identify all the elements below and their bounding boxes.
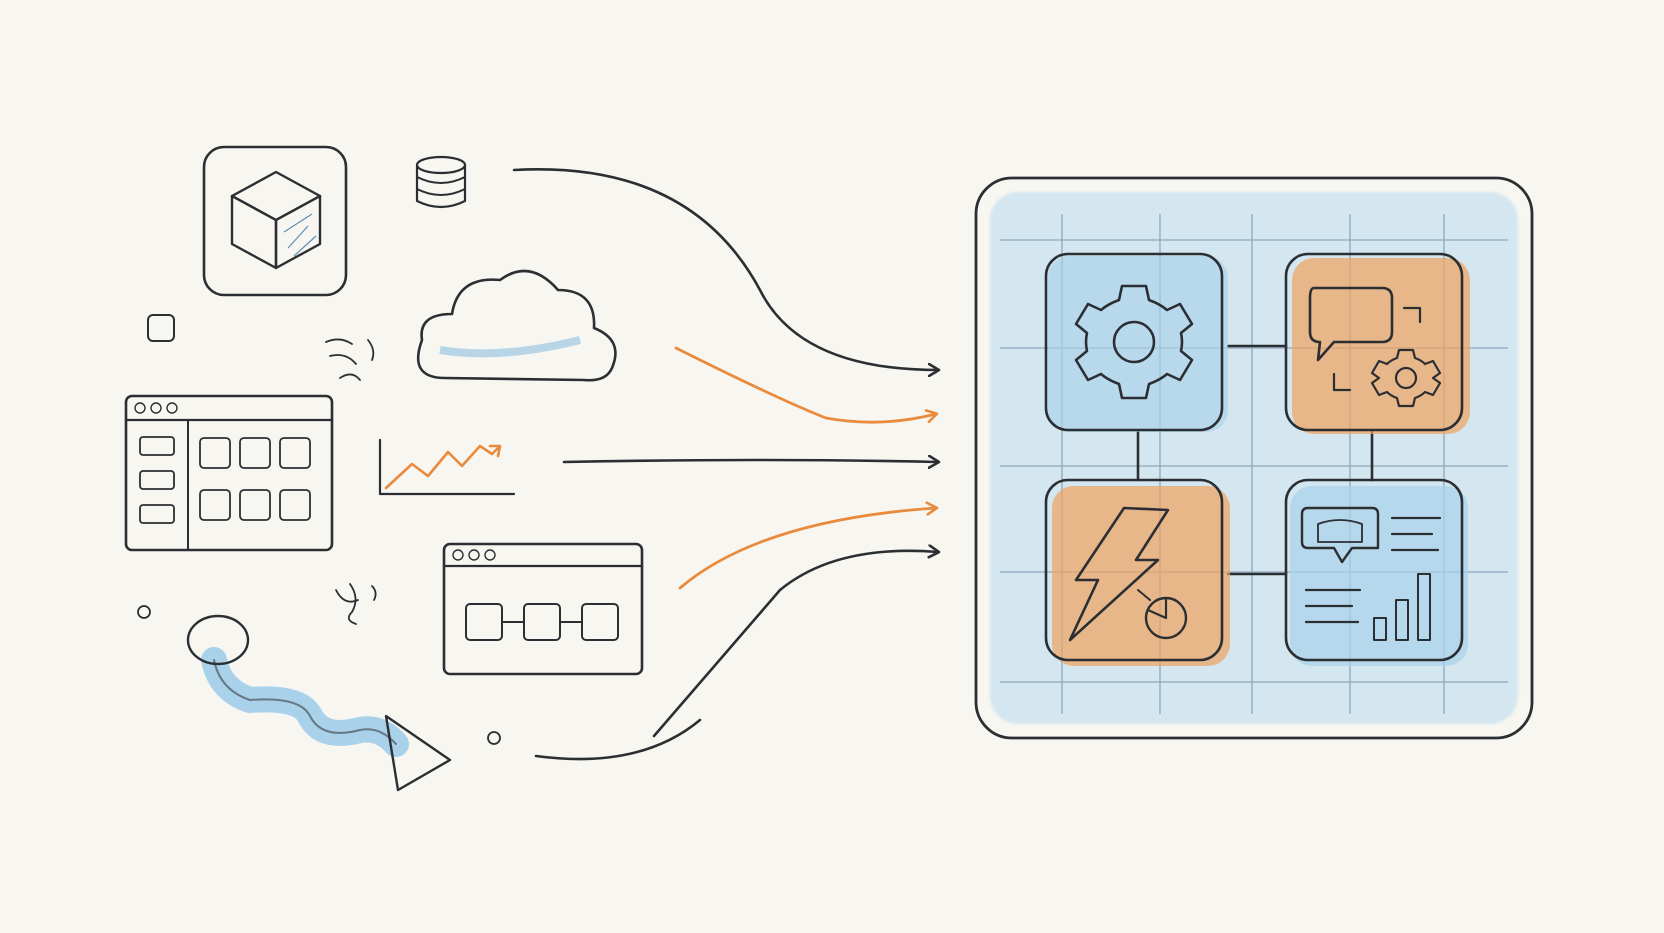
gear-icon [1074,284,1194,400]
cloud-icon [416,269,617,382]
report-chart-icon [1300,506,1442,641]
cube-icon [230,170,322,270]
motion-lines [325,338,375,381]
lightning-pie-icon [1068,506,1188,642]
database-icon [415,155,467,209]
flow-arrows [512,168,938,761]
doodle-marks [335,583,377,625]
flow-arrow [674,346,936,424]
small-square [147,314,175,342]
hub-panel [974,176,1534,740]
hub-tile-chat [1284,252,1470,434]
cube-card [202,145,348,297]
hub-tile-lightning [1044,478,1230,666]
flow-window-icon [442,542,644,676]
flow-arrow [652,551,938,738]
flow-arrow [562,460,938,462]
flow-arrow [534,718,702,761]
dot [487,731,501,745]
hub-tile-gear [1044,252,1228,432]
hub-tile-report [1284,478,1468,666]
flow-arrow [678,508,936,590]
flow-arrow [512,168,938,370]
curvy-arrow-icon [186,614,452,792]
dashboard-window [124,394,334,552]
dot [137,605,151,619]
chat-gear-icon [1308,286,1442,408]
line-chart-icon [378,438,516,496]
